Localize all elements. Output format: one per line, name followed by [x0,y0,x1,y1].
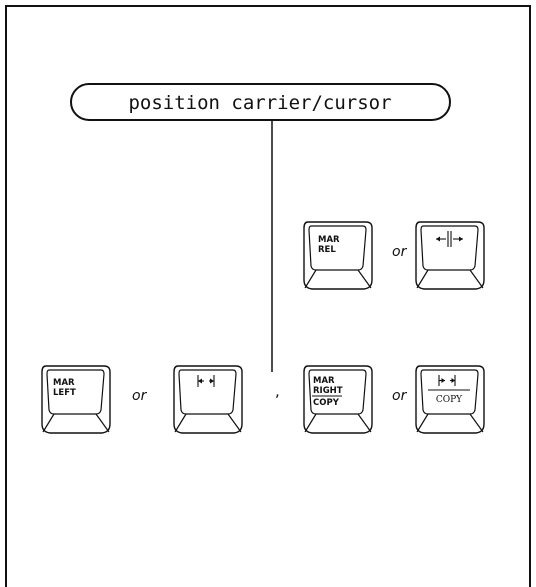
right-copy-label: COPY [436,395,463,405]
mar-rel-line2: REL [318,245,336,255]
mar-left-key: MAR LEFT [41,365,111,434]
left-margin-key [173,365,243,434]
margin-release-key [415,221,485,290]
title-label: position carrier/cursor [128,92,391,114]
right-margin-arrows-icon [438,375,456,386]
left-margin-arrows-icon [197,375,215,387]
mar-left-line2: LEFT [53,388,76,398]
mar-rel-line1: MAR [318,235,340,245]
mar-right-line3: COPY [313,398,340,408]
page-frame [5,5,531,587]
mar-right-line1: MAR [313,376,335,386]
mar-right-copy-key: MAR RIGHT COPY [303,365,373,434]
separator-comma: , [275,382,280,400]
right-margin-copy-key: COPY [415,365,485,434]
or-label-1: or [392,244,408,260]
mar-rel-key: MAR REL [303,221,373,290]
title-pill [70,83,451,121]
margin-release-arrows-icon [436,231,463,247]
mar-right-line2: RIGHT [313,386,343,396]
or-label-2: or [132,388,148,404]
mar-left-line1: MAR [53,378,75,388]
or-label-3: or [392,388,408,404]
